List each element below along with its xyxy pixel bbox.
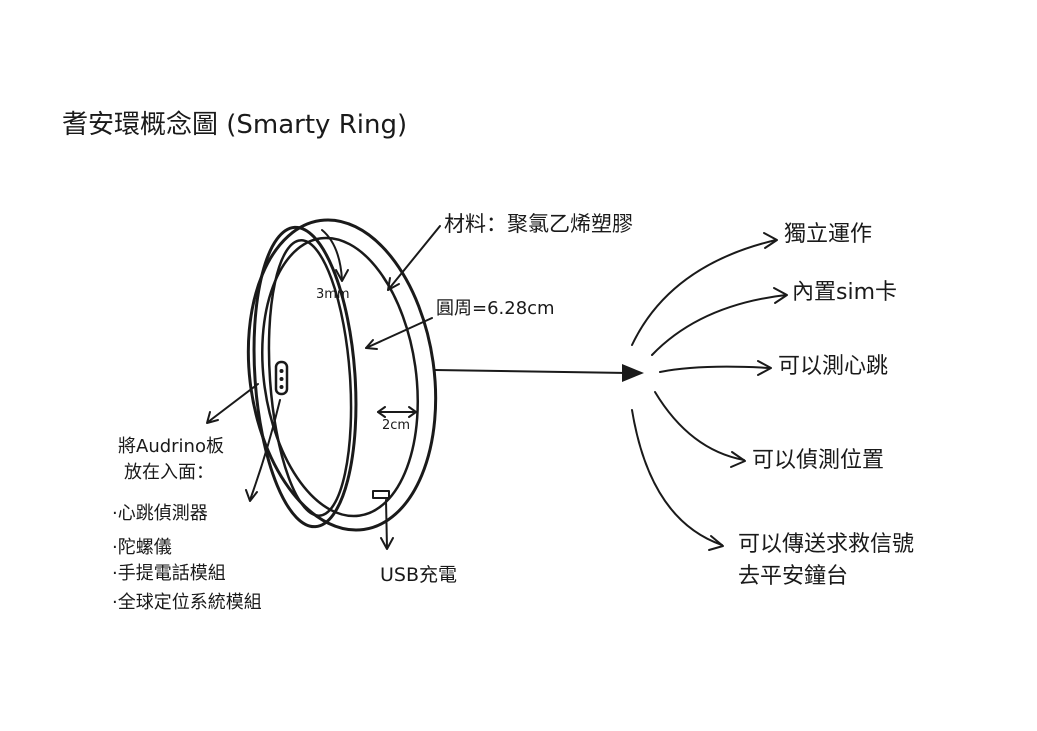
ring-band	[246, 218, 438, 532]
inside-item: ·陀螺儀	[112, 537, 172, 558]
usb-charging-label: USB充電	[380, 564, 458, 586]
function-item: 去平安鐘台	[738, 564, 849, 589]
inside-item: ·手提電話模組	[112, 563, 226, 584]
inside-item: ·心跳偵測器	[112, 503, 208, 524]
inside-arrow	[206, 383, 259, 424]
main-arrow	[434, 364, 644, 382]
width-dimension	[377, 406, 417, 418]
circumference-arrow	[365, 317, 433, 350]
inside-item: ·全球定位系統模組	[112, 592, 262, 613]
function-item: 可以測心跳	[778, 354, 889, 379]
usb-port-marker	[372, 490, 390, 499]
usb-arrow	[380, 499, 394, 550]
thickness-label: 3mm	[316, 287, 350, 302]
inside-heading-line2: 放在入面：	[124, 462, 214, 483]
arduino-board-marker	[274, 360, 289, 396]
thickness-arrow	[321, 229, 349, 282]
inside-heading-line1: 將Audrino板	[118, 436, 224, 457]
function-item: 可以傳送求救信號	[738, 532, 915, 557]
function-item: 內置sim卡	[792, 280, 898, 305]
board-pointer	[245, 399, 281, 502]
material-arrow	[387, 225, 441, 291]
function-arrows	[631, 232, 788, 551]
function-item: 可以偵測位置	[752, 448, 885, 473]
circumference-label: 圓周=6.28cm	[436, 298, 555, 319]
width-label: 2cm	[382, 418, 411, 433]
material-label: 材料：聚氯乙烯塑膠	[444, 212, 633, 236]
function-item: 獨立運作	[784, 222, 873, 247]
page-title: 耆安環概念圖 (Smarty Ring)	[62, 110, 408, 140]
